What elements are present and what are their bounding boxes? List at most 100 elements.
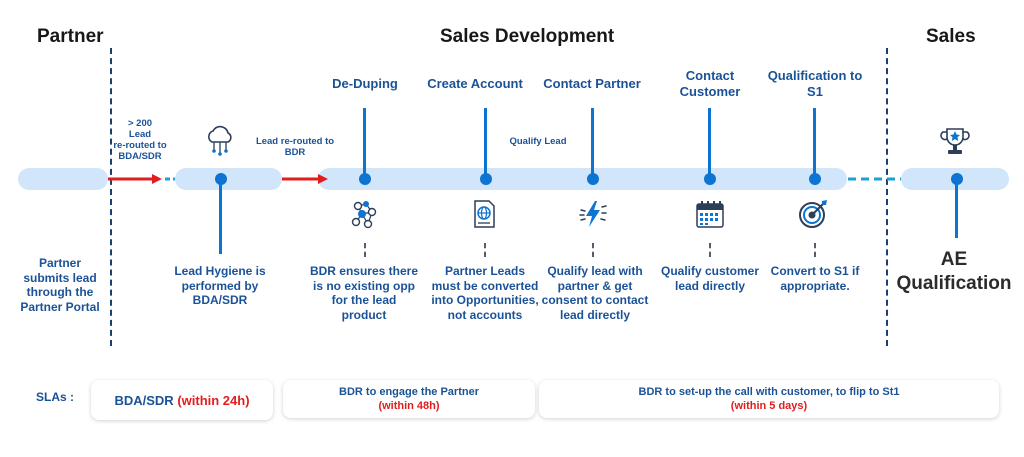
network-nodes-icon [351, 201, 377, 229]
sla-text: BDA/SDR [114, 393, 174, 408]
connector-create-account [484, 108, 487, 176]
annotation-qualify-lead: Qualify Lead [509, 136, 567, 147]
desc-convert-s1: Convert to S1 if appropriate. [762, 264, 868, 293]
annotation-line: Lead [128, 129, 152, 140]
sla-box-bdr-setup-call: BDR to set-up the call with customer, to… [539, 380, 999, 418]
divider-sales [886, 48, 888, 346]
tick-de-duping [364, 243, 366, 257]
desc-line: Qualify customer [660, 264, 760, 278]
step-title-line: S1 [807, 84, 823, 99]
step-title-contact-customer: Contact Customer [660, 68, 760, 100]
annotation-line: re-routed to [113, 140, 167, 151]
trophy-icon [940, 128, 970, 154]
connector-lead-hygiene [219, 182, 222, 254]
tick-contact-partner [592, 243, 594, 257]
desc-line: for the lead [331, 293, 397, 307]
sla-time: (within 24h) [177, 393, 250, 408]
timeline-dot-qualification [809, 173, 821, 185]
annotation-line: > 200 [127, 118, 153, 129]
sla-text: BDR to set-up the call with customer, to… [638, 386, 900, 398]
sla-box-bda-sdr: BDA/SDR (within 24h) [91, 380, 273, 420]
timeline-dot-de-duping [359, 173, 371, 185]
tick-contact-customer [709, 243, 711, 257]
step-title-line: Qualification to [767, 68, 863, 83]
desc-line: Partner Portal [20, 299, 100, 314]
annotation-line: Lead re-routed to [255, 136, 335, 147]
step-title-qualification: Qualification to S1 [760, 68, 870, 100]
step-title-line: Contact [685, 68, 735, 83]
desc-bdr-ensures: BDR ensures there is no existing opp for… [306, 264, 422, 322]
sla-label: SLAs : [36, 390, 75, 404]
header-sales-development: Sales Development [440, 26, 615, 47]
timeline-dot-create-account [480, 173, 492, 185]
sla-box-content: BDA/SDR (within 24h) [91, 393, 273, 408]
sla-box-bdr-engage: BDR to engage the Partner (within 48h) [283, 380, 535, 418]
target-icon [799, 200, 827, 228]
track-hygiene [175, 168, 282, 190]
annotation-line: BDA/SDR [118, 151, 162, 162]
desc-line: lead directly [559, 307, 631, 322]
annotation-200-leads: > 200 Lead re-routed to BDA/SDR [104, 118, 176, 162]
lightning-icon [579, 201, 607, 227]
desc-line: consent to contact [541, 293, 649, 307]
timeline-dot-contact-customer [704, 173, 716, 185]
tick-create-account [484, 243, 486, 257]
connector-contact-customer [708, 108, 711, 176]
tick-qualification [814, 243, 816, 257]
desc-line: Partner [38, 256, 82, 270]
sla-time: (within 5 days) [730, 400, 808, 412]
desc-line: Convert to S1 if [770, 264, 860, 278]
desc-line: Partner Leads [444, 264, 526, 278]
red-arrow-partner [108, 174, 162, 184]
desc-line: appropriate. [780, 278, 850, 293]
step-title-create-account: Create Account [427, 76, 523, 91]
cloud-network-icon [208, 125, 232, 156]
step-title-contact-partner: Contact Partner [543, 76, 641, 91]
annotation-rerouted-bdr: Lead re-routed to BDR [250, 136, 340, 158]
timeline-dot-ae-qualification [951, 173, 963, 185]
desc-line: Qualification [896, 273, 1012, 294]
desc-line: performed by [181, 278, 259, 293]
desc-line: product [341, 307, 387, 322]
sla-box-content: BDR to set-up the call with customer, to… [539, 385, 999, 413]
desc-lead-hygiene: Lead Hygiene is performed by BDA/SDR [165, 264, 275, 308]
timeline-dot-lead-hygiene [215, 173, 227, 185]
sla-text: BDR to engage the Partner [339, 386, 479, 398]
desc-line: Qualify lead with [547, 264, 643, 278]
desc-line: Lead Hygiene is [174, 264, 266, 278]
sla-time: (within 48h) [378, 400, 440, 412]
connector-qualification [813, 108, 816, 176]
desc-line: BDA/SDR [192, 293, 248, 307]
connector-de-duping [363, 108, 366, 176]
desc-line: AE [940, 249, 968, 270]
header-partner: Partner [37, 26, 104, 47]
desc-line: must be converted [431, 278, 539, 293]
desc-line: lead directly [674, 278, 746, 293]
desc-line: into Opportunities, [431, 293, 539, 307]
calendar-icon [696, 201, 724, 228]
annotation-line: BDR [284, 147, 306, 158]
step-title-de-duping: De-Duping [332, 76, 398, 91]
sla-box-content: BDR to engage the Partner (within 48h) [283, 385, 535, 413]
desc-line: is no existing opp [312, 278, 415, 293]
header-sales: Sales [926, 26, 976, 47]
connector-ae-qualification [955, 182, 958, 238]
document-globe-icon [474, 200, 495, 228]
desc-qualify-partner: Qualify lead with partner & get consent … [537, 264, 653, 322]
desc-ae-qualification: AE Qualification [886, 248, 1022, 296]
desc-partner-portal: Partner submits lead through the Partner… [13, 256, 107, 314]
timeline-dot-contact-partner [587, 173, 599, 185]
desc-line: partner & get [557, 278, 633, 293]
desc-line: BDR ensures there [309, 264, 419, 278]
divider-partner [110, 48, 112, 346]
track-sales-development [318, 168, 847, 190]
track-partner [18, 168, 108, 190]
desc-partner-leads: Partner Leads must be converted into Opp… [428, 264, 542, 322]
red-arrow-bdr [282, 174, 328, 184]
desc-line: not accounts [447, 307, 523, 322]
desc-qualify-customer: Qualify customer lead directly [656, 264, 764, 293]
step-title-line: Customer [679, 84, 741, 99]
desc-line: submits lead [23, 270, 97, 285]
desc-line: through the [26, 285, 94, 299]
